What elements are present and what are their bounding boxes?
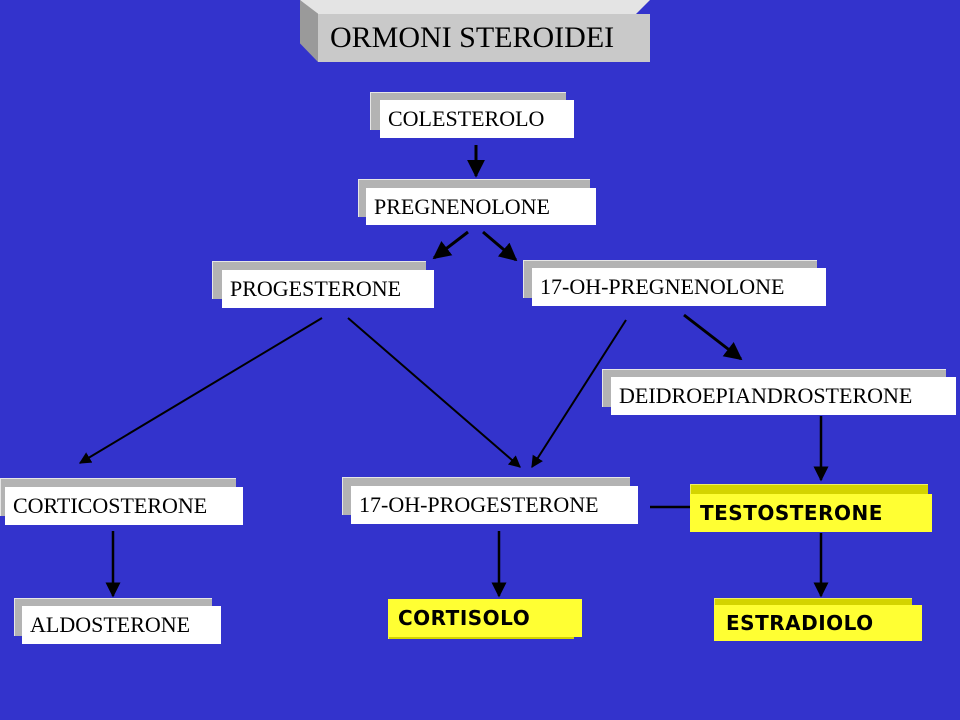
title-text: ORMONI STEROIDEI — [318, 14, 650, 62]
node-17oh-progesterone-label: 17-OH-PROGESTERONE — [351, 486, 638, 524]
arrow-progesterone-corticosterone — [78, 317, 323, 464]
slide-title: ORMONI STEROIDEI — [300, 0, 650, 62]
title-bevel-left — [300, 0, 318, 62]
node-17oh-pregnenolone-label: 17-OH-PREGNENOLONE — [532, 268, 826, 306]
node-aldosterone-label: ALDOSTERONE — [22, 606, 221, 644]
node-estradiolo-label: ESTRADIOLO — [714, 605, 922, 641]
node-cortisolo-label: CORTISOLO — [388, 599, 582, 637]
node-progesterone-label: PROGESTERONE — [222, 270, 434, 308]
node-testosterone-label: TESTOSTERONE — [690, 494, 932, 532]
arrow-17oh-pregnenolone-deidroepiandrosterone — [683, 313, 743, 361]
arrow-pregnenolone-progesterone — [432, 230, 469, 260]
arrow-pregnenolone-17oh-pregnenolone — [482, 230, 518, 262]
node-deidroepiandrosterone-label: DEIDROEPIANDROSTERONE — [611, 377, 956, 415]
title-bevel-top — [300, 0, 650, 14]
arrow-progesterone-17oh-progesterone — [347, 317, 521, 468]
node-pregnenolone-label: PREGNENOLONE — [366, 188, 596, 225]
node-colesterolo-label: COLESTEROLO — [380, 100, 574, 138]
arrow-17oh-pregnenolone-17oh-progesterone — [531, 319, 627, 469]
node-corticosterone-label: CORTICOSTERONE — [5, 487, 243, 525]
